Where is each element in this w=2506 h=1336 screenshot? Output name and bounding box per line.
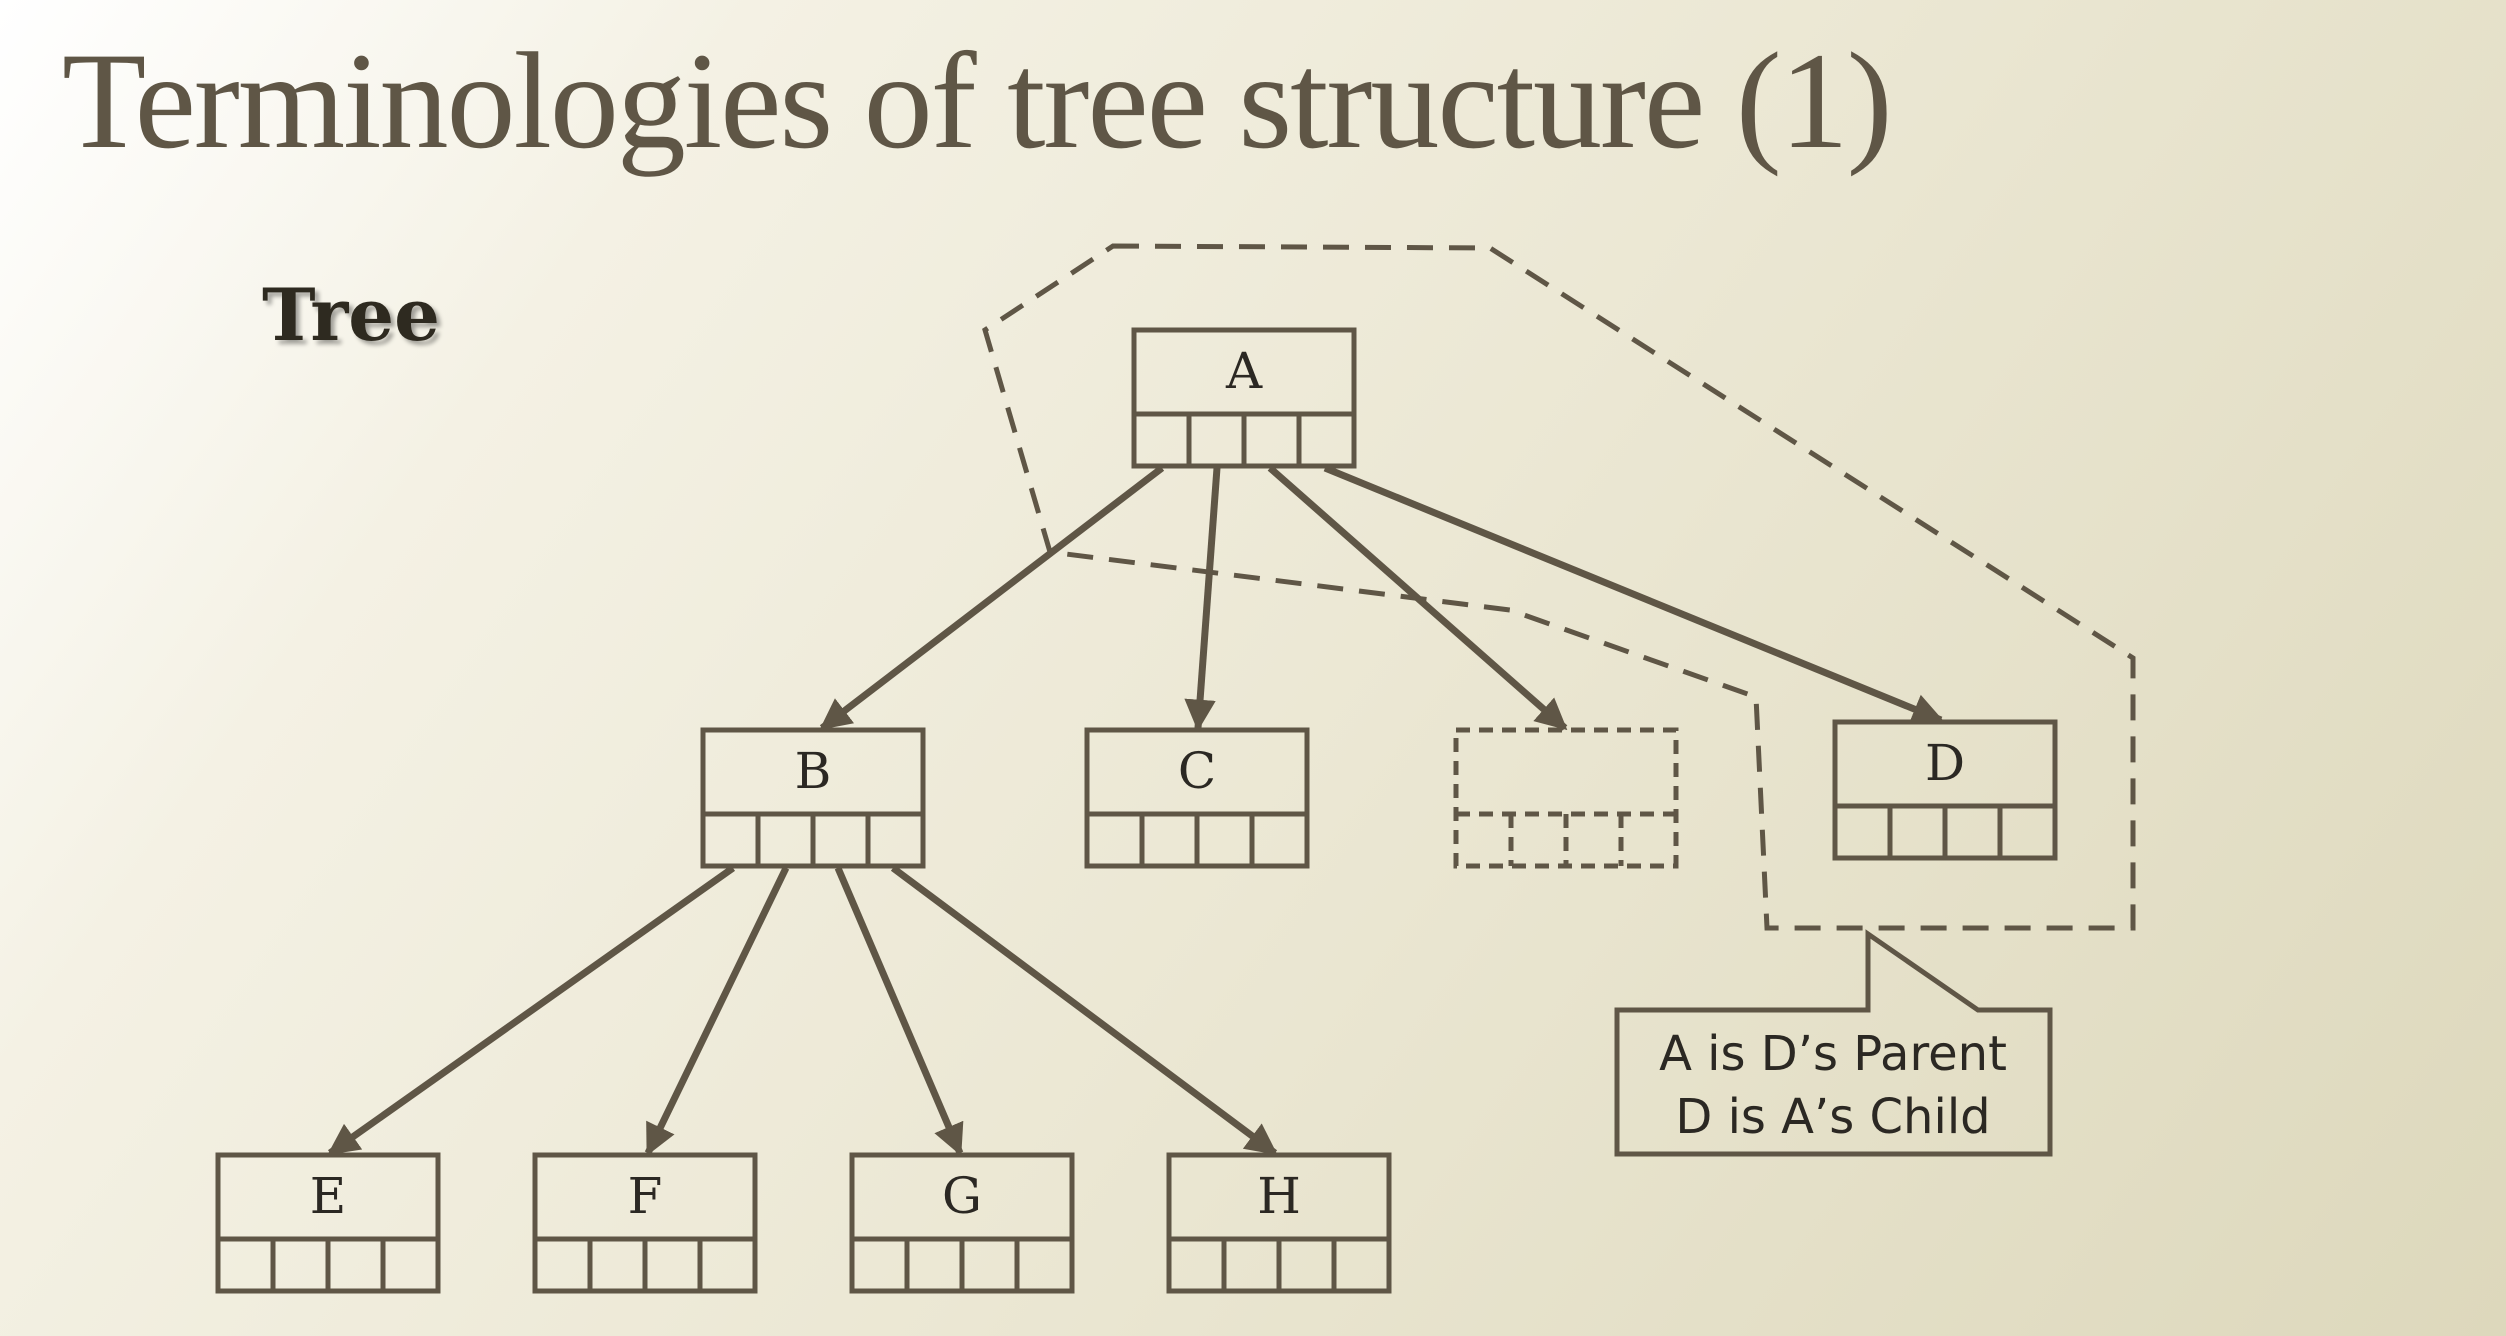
node-empty (1453, 727, 1679, 869)
edge-b-to-g (834, 866, 964, 1156)
slide-title: Terminologies of tree structure (1) (62, 24, 1893, 177)
node-label: A (1225, 342, 1263, 400)
node-label: F (628, 1167, 663, 1225)
subtitle: Tree (262, 272, 440, 357)
callout: A is D’s Parent D is A’s Child (1614, 929, 2053, 1157)
edge-a-to-b (819, 465, 1165, 731)
callout-line-1: A is D’s Parent (1659, 1026, 2007, 1082)
nodes-layer: A B C D E F G H (215, 327, 2058, 1294)
edges-layer (327, 464, 1944, 1156)
node-h: H (1166, 1152, 1392, 1294)
node-d: D (1832, 719, 2058, 861)
node-c: C (1084, 727, 1310, 869)
callout-box (1614, 929, 2053, 1157)
node-e: E (215, 1152, 441, 1294)
edge-b-to-h (890, 865, 1278, 1156)
edge-a-to-c (1184, 467, 1221, 732)
edge-b-to-f (644, 866, 790, 1156)
node-a: A (1131, 327, 1357, 469)
node-label: C (1178, 742, 1216, 800)
node-label: E (310, 1167, 347, 1225)
edge-a-to-d (1323, 464, 1944, 724)
node-b: B (700, 727, 926, 869)
node-label: D (1925, 734, 1965, 792)
node-label: H (1257, 1167, 1301, 1225)
edge-b-to-e (327, 865, 736, 1156)
node-label: B (795, 742, 832, 800)
parent-child-outline (982, 243, 2136, 931)
node-label: G (942, 1167, 982, 1225)
node-f: F (532, 1152, 758, 1294)
node-g: G (849, 1152, 1075, 1294)
edge-a-to-empty (1267, 465, 1568, 731)
callout-line-2: D is A’s Child (1675, 1089, 1990, 1145)
